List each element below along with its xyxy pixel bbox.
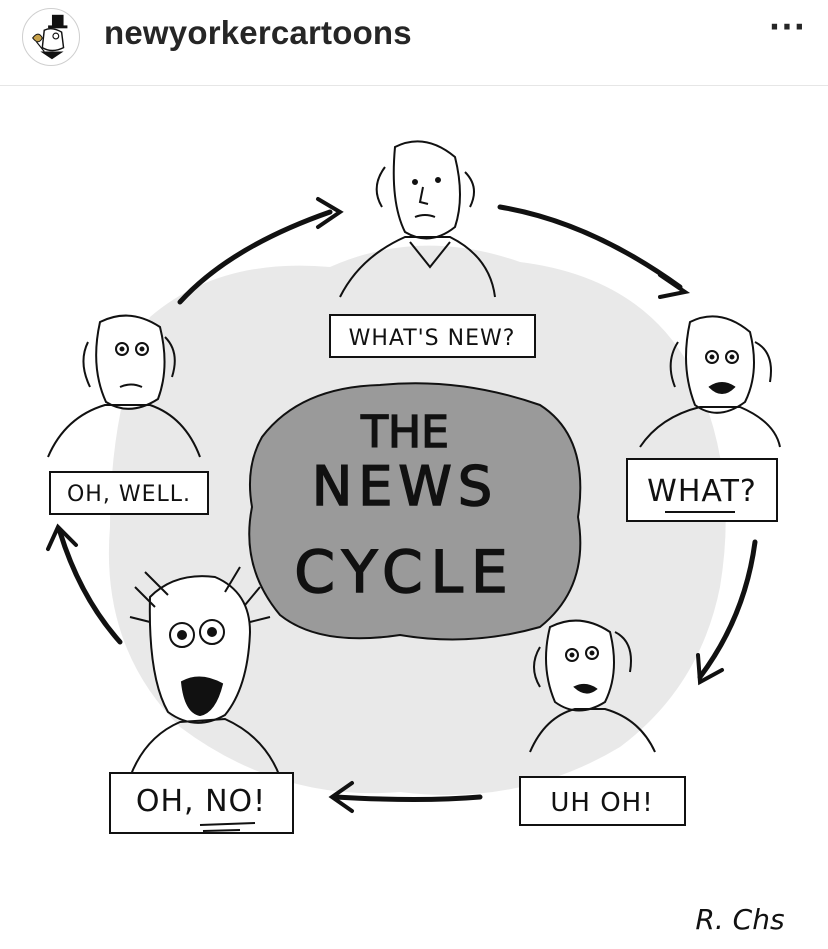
title-line-3: CYCLE	[294, 538, 515, 606]
label-box-left	[49, 471, 209, 515]
label-uh-oh: UH OH!	[550, 788, 653, 818]
arrow-top-to-right	[497, 204, 683, 290]
label-oh-no: OH, NO!	[136, 784, 266, 819]
center-stone	[248, 382, 582, 641]
figure-bottom-right	[529, 619, 656, 753]
label-box-bottom-right	[519, 776, 686, 826]
figure-right	[639, 315, 781, 448]
title-line-2: NEWS	[312, 455, 498, 518]
label-oh-well: OH, WELL.	[67, 482, 191, 507]
arrow-right-to-bottom	[697, 539, 758, 680]
arrow-bottom-left-to-left	[57, 529, 123, 645]
more-options-icon[interactable]: ···	[768, 10, 806, 45]
post-header: newyorkercartoons ···	[0, 0, 828, 86]
label-what: WHAT?	[647, 474, 757, 509]
label-box-bottom-left	[109, 772, 294, 834]
figure-left	[47, 314, 201, 458]
label-box-right	[626, 458, 778, 522]
arrow-left-to-top	[177, 209, 333, 305]
figure-top	[339, 140, 496, 298]
figure-bottom-left	[129, 566, 281, 778]
title-line-1: THE	[360, 407, 449, 458]
cartoon-image: THE NEWS CYCLE	[0, 87, 828, 949]
arrow-bottom-right-to-bottom-left	[332, 794, 483, 802]
news-cycle-cartoon: THE NEWS CYCLE	[46, 140, 785, 936]
new-yorker-avatar-icon[interactable]	[22, 8, 80, 66]
username-link[interactable]: newyorkercartoons	[104, 14, 412, 51]
artist-signature: R. Chs	[695, 903, 784, 936]
cycle-arrows	[46, 197, 758, 813]
label-box-top	[329, 314, 536, 358]
label-whats-new: WHAT'S NEW?	[349, 326, 516, 351]
